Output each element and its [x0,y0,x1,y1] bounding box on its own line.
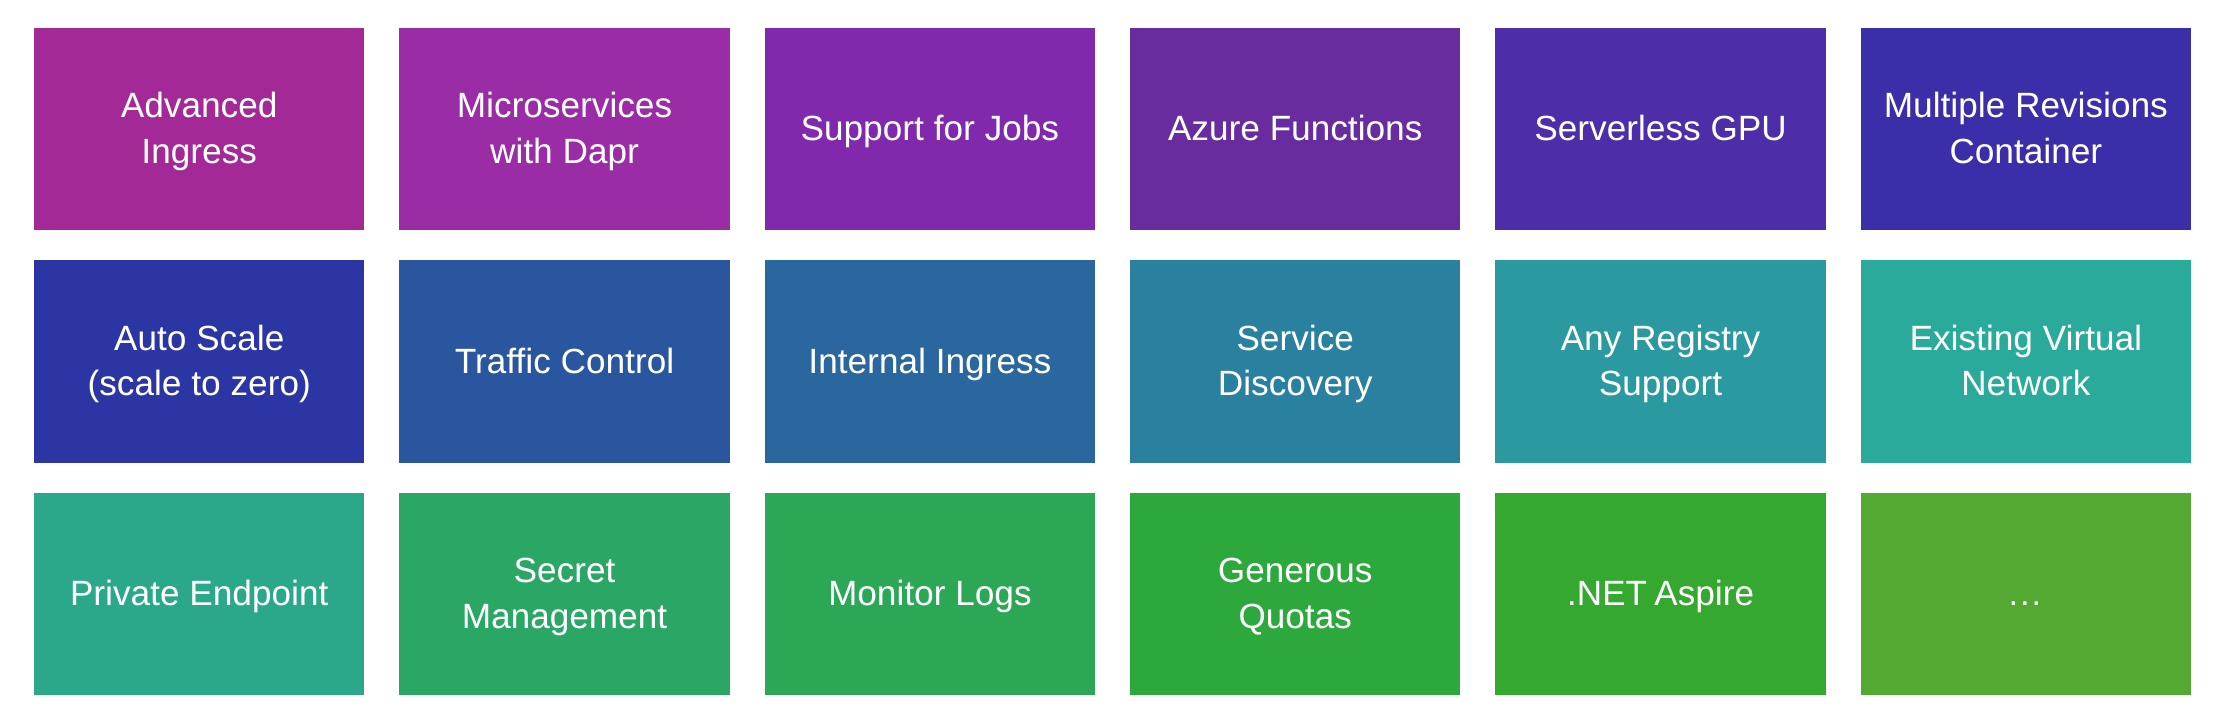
feature-tile-label: Microservices with Dapr [456,86,673,172]
feature-tile-label: Multiple Revisions Container [1883,86,2168,172]
feature-tile[interactable]: Microservices with Dapr [399,28,730,231]
feature-tile-label: Existing Virtual Network [1909,318,2143,404]
feature-tile-label: Monitor Logs [828,573,1032,613]
feature-tile[interactable]: Multiple Revisions Container [1860,28,2191,231]
feature-tile[interactable]: Traffic Control [399,260,730,463]
feature-tile[interactable]: Service Discovery [1130,260,1461,463]
feature-tile-label: .NET Aspire [1566,573,1755,613]
feature-tile-label: Private Endpoint [69,573,329,613]
feature-tile[interactable]: Any Registry Support [1495,260,1826,463]
feature-tile-label: Secret Management [461,550,668,636]
feature-tile-label: Azure Functions [1167,109,1423,149]
feature-tile-label: Traffic Control [454,341,675,381]
feature-tile-label: Internal Ingress [808,341,1052,381]
feature-tile-label: Service Discovery [1217,318,1373,404]
feature-tile[interactable]: .NET Aspire [1495,492,1826,695]
feature-tile[interactable]: Monitor Logs [764,492,1095,695]
feature-tile[interactable]: Private Endpoint [34,492,365,695]
feature-tile-label: Advanced Ingress [120,86,278,172]
feature-tile-label: Serverless GPU [1534,109,1787,149]
feature-tile[interactable]: Serverless GPU [1495,28,1826,231]
feature-tile-label: Auto Scale (scale to zero) [87,318,311,404]
feature-tile[interactable]: Azure Functions [1130,28,1461,231]
feature-tile[interactable]: Auto Scale (scale to zero) [34,260,365,463]
feature-tile-label: Generous Quotas [1217,550,1373,636]
feature-tile-label: Any Registry Support [1560,318,1761,404]
feature-tile[interactable]: ... [1860,492,2191,695]
feature-tile-label: Support for Jobs [800,109,1060,149]
feature-tile[interactable]: Advanced Ingress [34,28,365,231]
feature-tile[interactable]: Internal Ingress [764,260,1095,463]
feature-tile[interactable]: Existing Virtual Network [1860,260,2191,463]
feature-tile[interactable]: Generous Quotas [1130,492,1461,695]
feature-tile-label: ... [2008,574,2043,613]
feature-tile[interactable]: Support for Jobs [764,28,1095,231]
feature-tile[interactable]: Secret Management [399,492,730,695]
